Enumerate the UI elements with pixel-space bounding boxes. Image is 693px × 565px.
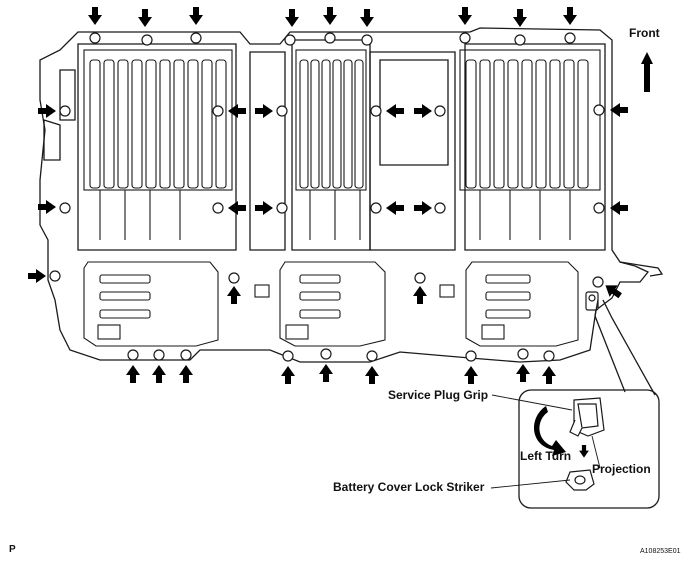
bolt (49, 270, 61, 282)
lower-trays (83, 261, 579, 347)
arrow (323, 7, 337, 25)
arrow (386, 104, 404, 118)
front-arrow (641, 52, 653, 92)
left-turn-label: Left Turn (520, 449, 572, 463)
bolt (320, 348, 332, 360)
leader-lines (490, 394, 601, 489)
bolt (228, 272, 240, 284)
arrow (601, 279, 625, 302)
arrow (281, 366, 295, 384)
bolt (366, 350, 378, 362)
bolt (127, 349, 139, 361)
arrow (414, 201, 432, 215)
battery-cover-lock-striker-label: Battery Cover Lock Striker (333, 480, 485, 494)
arrow (38, 200, 56, 214)
arrow (189, 7, 203, 25)
arrow (413, 286, 427, 304)
battery-module-right (459, 49, 601, 240)
bolt (465, 350, 477, 362)
projection-label: Projection (592, 462, 651, 476)
arrow (464, 366, 478, 384)
arrow (516, 364, 530, 382)
bolt (276, 202, 288, 214)
bolt (212, 105, 224, 117)
arrow (365, 366, 379, 384)
bolt (190, 32, 202, 44)
arrow (126, 365, 140, 383)
bolt (592, 276, 604, 288)
bolt (141, 34, 153, 46)
bolt (370, 105, 382, 117)
bolt (434, 105, 446, 117)
bolt (593, 202, 605, 214)
bolt (59, 105, 71, 117)
arrow (360, 9, 374, 27)
arrow (610, 103, 628, 117)
arrow (88, 7, 102, 25)
bolt (459, 32, 471, 44)
bolt (276, 105, 288, 117)
front-label: Front (629, 26, 660, 40)
battery-frame (39, 27, 664, 363)
bolt (414, 272, 426, 284)
bolt (361, 34, 373, 46)
arrow (414, 104, 432, 118)
arrow (285, 9, 299, 27)
service-plug-grip-detail (569, 397, 605, 437)
service-plug-grip-label: Service Plug Grip (388, 388, 489, 402)
arrow (228, 104, 246, 118)
bolt (543, 350, 555, 362)
bolt (514, 34, 526, 46)
bolt (59, 202, 71, 214)
bolt (212, 202, 224, 214)
pull-arrow (579, 445, 589, 458)
bolt (324, 32, 336, 44)
arrow (255, 201, 273, 215)
bolt (593, 104, 605, 116)
arrow (610, 201, 628, 215)
detail-inset (518, 299, 660, 509)
arrow (138, 9, 152, 27)
arrow (319, 364, 333, 382)
arrow (152, 365, 166, 383)
bolt (517, 348, 529, 360)
figure-code: A108253E01 (640, 548, 681, 555)
bolt (153, 349, 165, 361)
battery-module-center (295, 49, 367, 240)
bolt (89, 32, 101, 44)
arrow (542, 366, 556, 384)
arrow (513, 9, 527, 27)
page-letter: P (9, 544, 16, 555)
bolt (180, 349, 192, 361)
bolts (49, 32, 605, 362)
bolt (434, 202, 446, 214)
arrow (179, 365, 193, 383)
battery-module-left (83, 49, 233, 240)
arrow (228, 201, 246, 215)
service-plug (585, 291, 599, 311)
bolt (564, 32, 576, 44)
arrow (255, 104, 273, 118)
arrow (28, 269, 46, 283)
arrow (563, 7, 577, 25)
arrow (227, 286, 241, 304)
lock-striker (565, 469, 595, 491)
bolt (284, 34, 296, 46)
arrow (458, 7, 472, 25)
bolt (282, 350, 294, 362)
arrow (386, 201, 404, 215)
bolt (370, 202, 382, 214)
left-turn-arrow (534, 406, 566, 456)
